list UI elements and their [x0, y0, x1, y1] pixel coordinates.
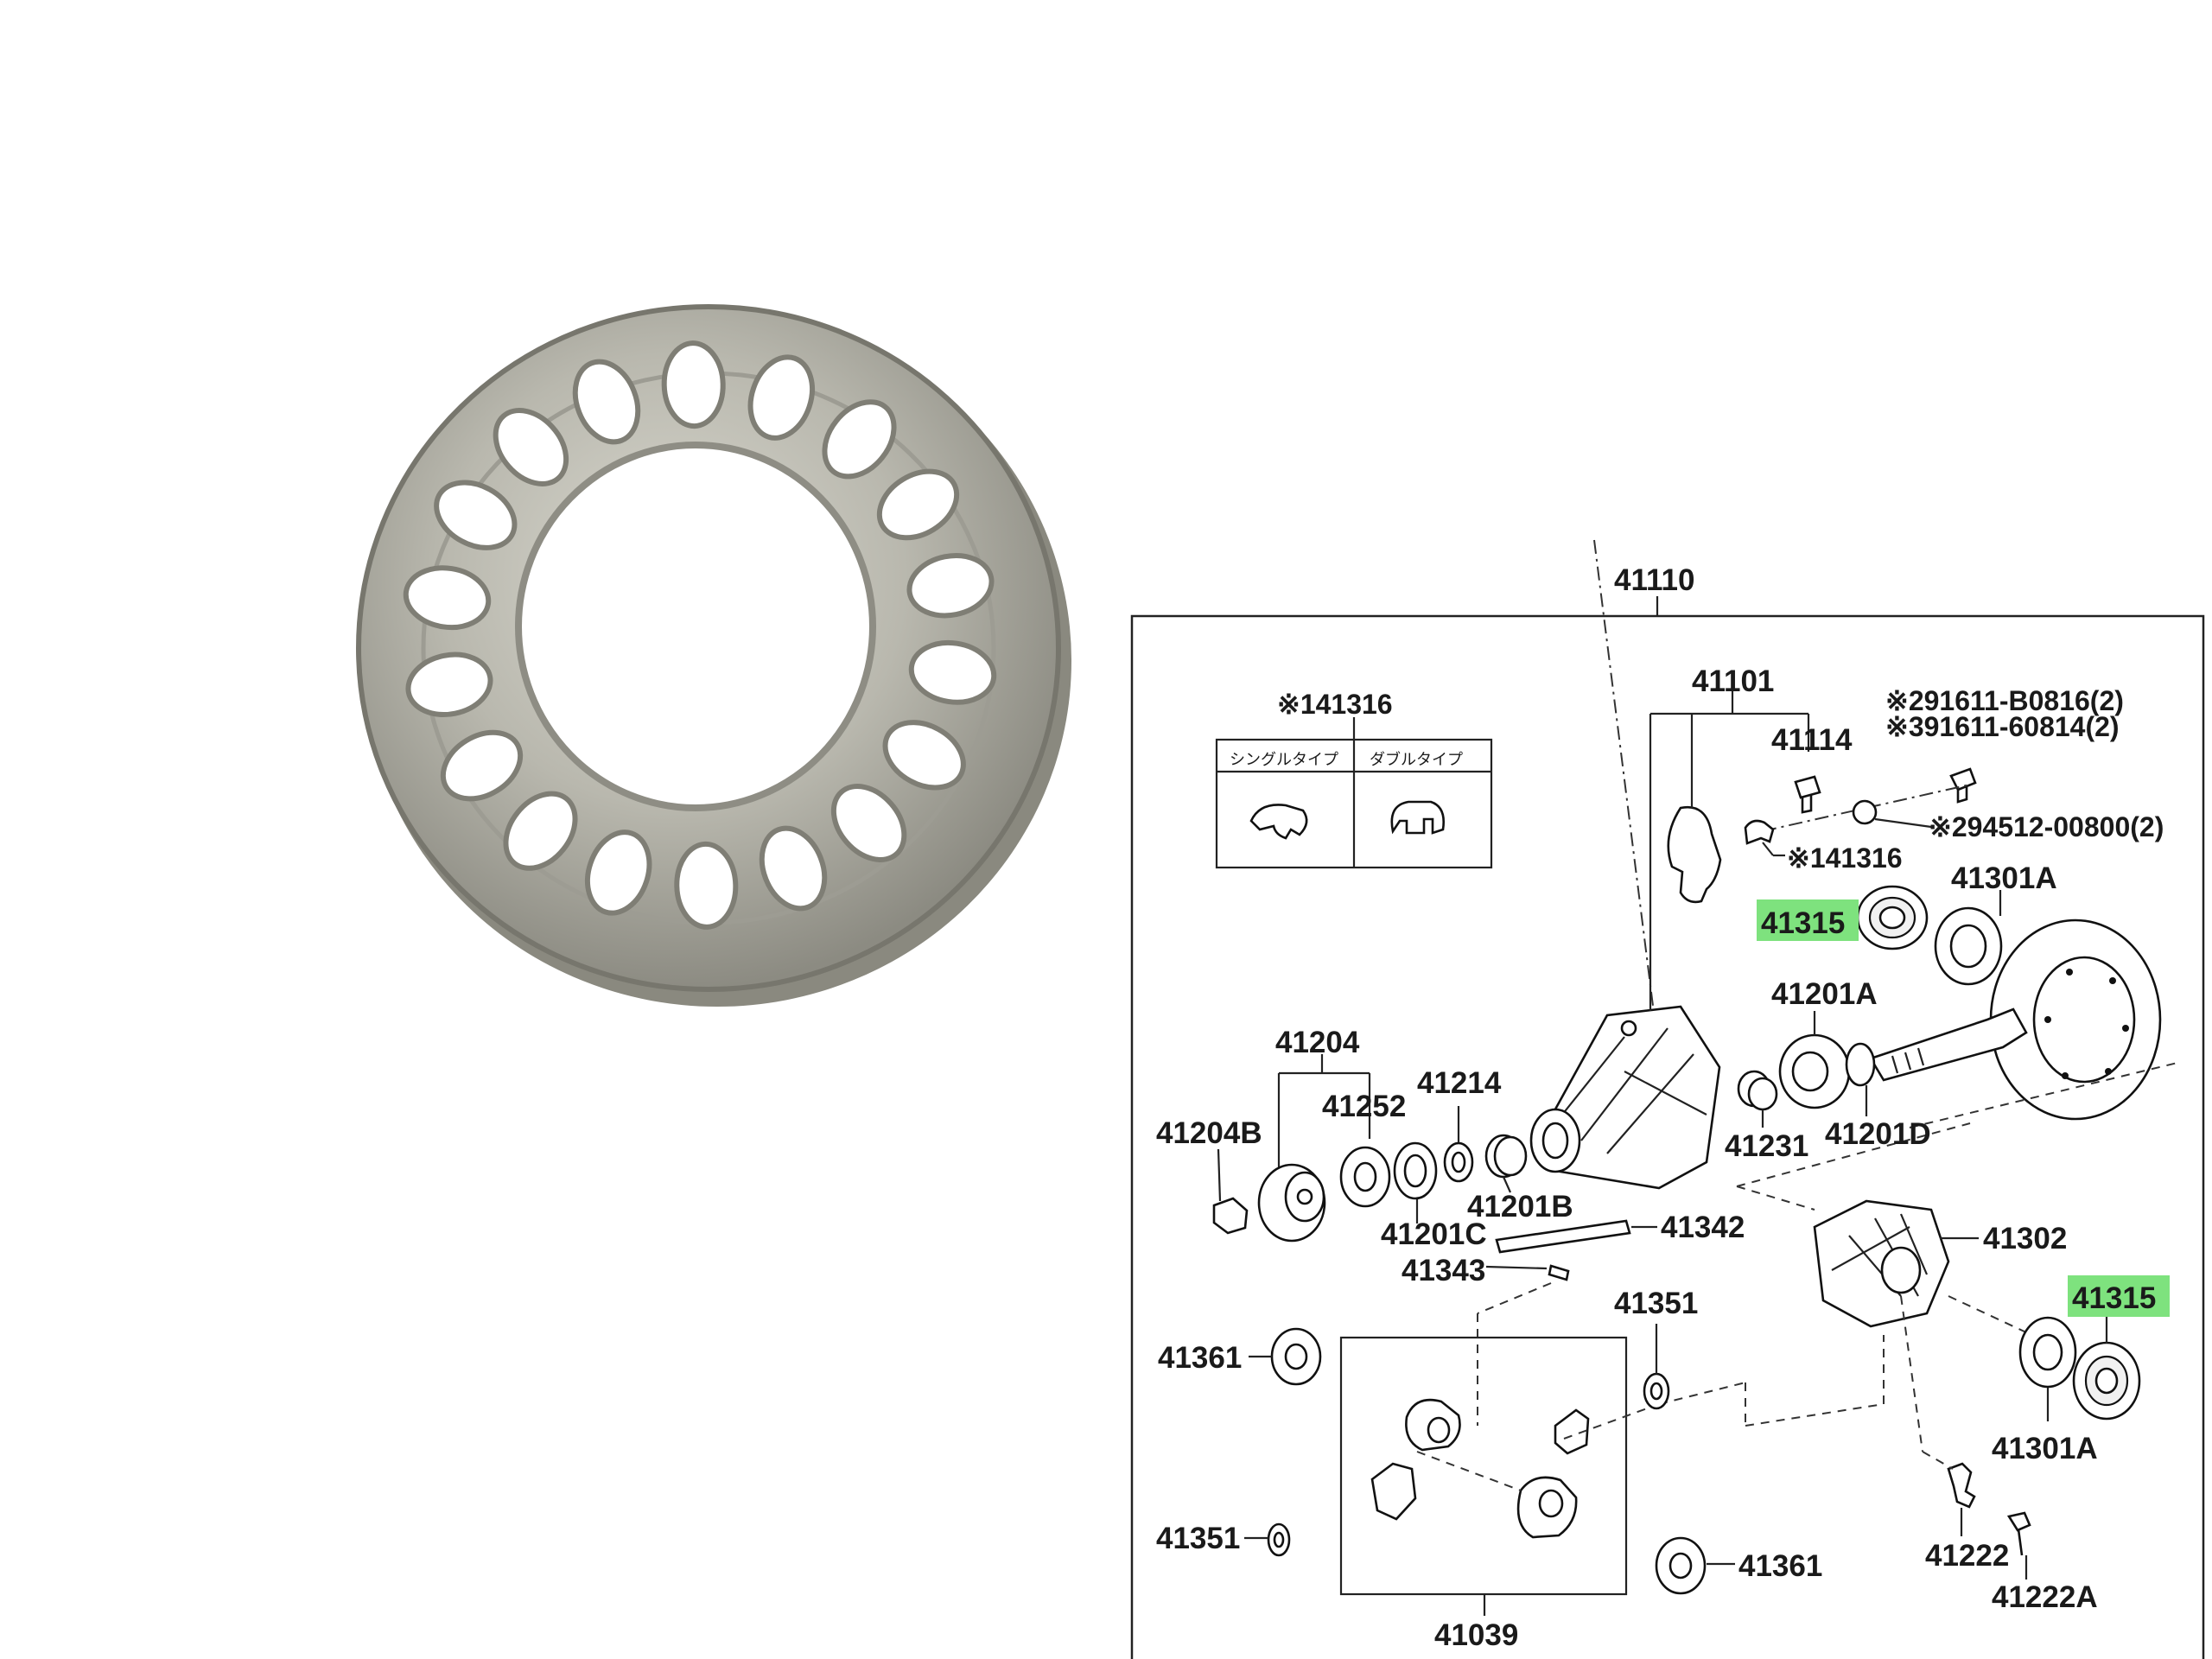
- oil-seal-41252: [1339, 1146, 1391, 1208]
- carrier-housing: [1529, 1005, 1721, 1190]
- ring-hole: [403, 565, 492, 631]
- label-double-type: ダブルタイプ: [1370, 750, 1463, 769]
- thrust-washer-41361-bottom: [1655, 1536, 1707, 1595]
- ring-hole: [830, 784, 907, 862]
- label-41231: 41231: [1725, 1129, 1808, 1163]
- bearing-41201a: [1778, 1033, 1851, 1109]
- label-41204b: 41204B: [1156, 1116, 1262, 1150]
- label-41301a-top: 41301A: [1951, 861, 2057, 895]
- label-single-type: シングルタイプ: [1230, 751, 1338, 769]
- label-41222: 41222: [1925, 1539, 2009, 1573]
- washer-41214: [1443, 1141, 1474, 1183]
- pinion-shaft-41342: [1495, 1219, 1631, 1254]
- label-41351-bottom: 41351: [1156, 1522, 1240, 1555]
- differential-case: [1813, 1199, 1950, 1328]
- ring-hole: [747, 354, 815, 441]
- ring-hole: [822, 399, 897, 480]
- spacer-41201d: [1845, 1042, 1876, 1087]
- bolt-41114: [1794, 775, 1821, 814]
- label-41351-top: 41351: [1614, 1287, 1698, 1320]
- ring-hole: [674, 841, 739, 930]
- label-41201a: 41201A: [1771, 977, 1878, 1011]
- race-41301a-top: [1934, 906, 2003, 986]
- ring-hole: [661, 340, 726, 429]
- pinion-gear-left: [1370, 1462, 1417, 1521]
- label-41204: 41204: [1275, 1026, 1360, 1059]
- bearing-41201b: [1484, 1134, 1528, 1179]
- ring-hole: [493, 408, 569, 486]
- label-41315-top: 41315: [1761, 906, 1845, 940]
- thrust-washer-41361-top: [1270, 1327, 1322, 1386]
- race-41301a-bottom: [2018, 1316, 2077, 1389]
- gear-kit-box: [1339, 1336, 1628, 1596]
- lock-plate-41222: [1947, 1462, 1976, 1509]
- ring-holes: [403, 340, 997, 930]
- companion-flange-41204: [1257, 1163, 1326, 1243]
- side-gear-bottom: [1516, 1476, 1578, 1539]
- highlight-41315-top: [1757, 899, 1859, 941]
- label-41214: 41214: [1417, 1066, 1502, 1100]
- ring-hole: [906, 553, 995, 619]
- label-41101: 41101: [1692, 664, 1774, 698]
- ring-hole: [440, 729, 524, 802]
- bolt-41222a: [2006, 1511, 2031, 1556]
- lock-plate-41316: [1744, 819, 1775, 845]
- ring-hole: [882, 720, 966, 791]
- bolt-91611: [1949, 767, 1977, 804]
- label-91611-60814: ※391611-60814(2): [1885, 711, 2120, 742]
- label-41342: 41342: [1661, 1211, 1745, 1244]
- spacer-41231: [1737, 1070, 1778, 1111]
- thrust-washer-41351-top: [1643, 1372, 1670, 1410]
- label-41302: 41302: [1983, 1222, 2067, 1255]
- label-41039: 41039: [1434, 1618, 1518, 1652]
- ring-hole: [876, 468, 960, 541]
- label-41201d: 41201D: [1825, 1117, 1931, 1151]
- label-41361-bottom: 41361: [1738, 1549, 1822, 1583]
- side-gear-top: [1405, 1398, 1461, 1452]
- label-41201b: 41201B: [1467, 1190, 1573, 1224]
- label-41252: 41252: [1322, 1090, 1406, 1123]
- washer-94512: [1852, 799, 1878, 825]
- label-41361-top: 41361: [1158, 1341, 1242, 1375]
- label-41316-inset: ※141316: [1277, 689, 1393, 720]
- bearing-41315-bottom: [2072, 1341, 2141, 1421]
- label-94512-00800: ※294512-00800(2): [1929, 811, 2164, 842]
- ring-gear: [1989, 918, 2162, 1121]
- ring-hole: [572, 359, 641, 445]
- ring-hole: [405, 652, 493, 717]
- pinion-gear-small: [1554, 1408, 1590, 1455]
- ring-hole: [908, 639, 997, 705]
- ring-center-hole: [515, 442, 876, 811]
- ring-hole: [759, 825, 828, 912]
- label-41301a-bottom: 41301A: [1992, 1432, 2098, 1465]
- double-bracket-icon: [1390, 800, 1445, 835]
- ring-hole: [503, 791, 578, 871]
- bearing-cap: [1667, 805, 1722, 904]
- label-41201c: 41201C: [1381, 1217, 1487, 1251]
- ring-hole: [585, 830, 652, 916]
- pin-41343: [1548, 1264, 1570, 1281]
- single-bracket-icon: [1249, 804, 1308, 840]
- diagram-frame: [1130, 614, 2205, 1659]
- part-photo: [356, 304, 1071, 1007]
- thrust-washer-41351-bottom: [1267, 1522, 1291, 1557]
- label-41316-main: ※141316: [1787, 842, 1903, 874]
- nut-41204b: [1212, 1197, 1249, 1235]
- drive-pinion: [1869, 1007, 2028, 1082]
- label-41343: 41343: [1402, 1254, 1485, 1287]
- bearing-41315-top: [1856, 885, 1929, 950]
- label-91611-b0816: ※291611-B0816(2): [1885, 685, 2124, 716]
- label-41315-bottom: 41315: [2072, 1281, 2156, 1315]
- bearing-41201c: [1393, 1141, 1438, 1200]
- label-41222a: 41222A: [1992, 1580, 2098, 1614]
- ring-hole: [434, 480, 518, 550]
- highlight-41315-bottom: [2068, 1275, 2170, 1317]
- label-41114: 41114: [1771, 723, 1853, 757]
- label-41110: 41110: [1614, 563, 1694, 597]
